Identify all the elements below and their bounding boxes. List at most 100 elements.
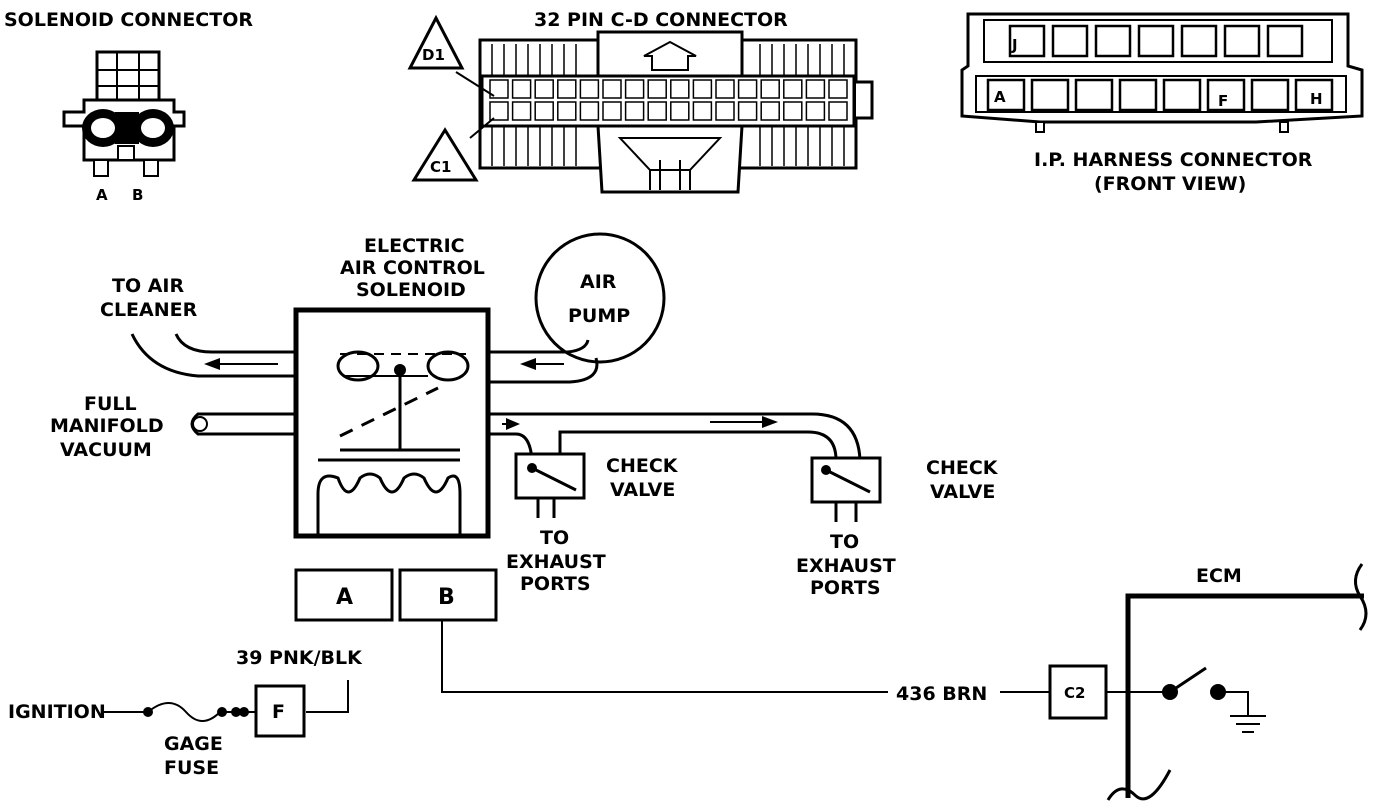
ip-bottom-cells [986,78,1334,112]
cd-pin-cell [670,79,690,99]
cd-pin-cell [783,101,803,121]
cd-pin-cell [692,101,713,121]
ecm-enclosure [1125,593,1364,798]
callout-d1-label: D1 [422,46,445,64]
valve-seat-right [426,350,470,382]
exhaust-2-label-line1: TO [830,531,859,553]
air-pump-label-line1: AIR [580,271,617,293]
valve-flapper-dashed [339,386,439,438]
cd-pin-cell [760,101,780,121]
cd-pin-cell [579,101,600,121]
cd-pin-cell [828,101,848,121]
ecm-label: ECM [1196,565,1242,587]
ip-pin-cell [1008,24,1046,58]
ip-connector-subtitle: (FRONT VIEW) [1094,173,1246,195]
connector-latch [95,50,161,104]
ecm-pin-c2-label: C2 [1064,684,1085,702]
callout-c1-label: C1 [430,158,451,176]
fuse-block-f [254,684,306,738]
solenoid-title-line2: AIR CONTROL [340,257,485,279]
cd-connector-title: 32 PIN C-D CONNECTOR [534,9,788,31]
exhaust-1-label-line2: EXHAUST [506,551,606,573]
ip-pin-cell [986,78,1026,112]
cd-pin-cell [534,101,554,121]
cd-pin-cell [557,101,577,121]
solenoid-connector-title: SOLENOID CONNECTOR [4,9,253,31]
solenoid-title-line1: ELECTRIC [364,235,465,257]
air-cleaner-label-line2: CLEANER [100,299,198,321]
cd-connector: 32 PIN C-D CONNECTOR [407,9,874,194]
cd-pin-cell [828,79,848,99]
cd-pin-cell [737,101,758,121]
ip-pin-cell [1180,24,1218,58]
air-cleaner-label-line1: TO AIR [112,275,185,297]
solenoid-connector: SOLENOID CONNECTOR A B [4,9,253,204]
wire-436 [441,620,888,693]
cd-pin-rows [489,79,848,121]
air-cleaner-hose [130,333,296,378]
exhaust-1-label-line1: TO [540,527,569,549]
ip-pin-cell [1094,24,1132,58]
vacuum-label-line2: MANIFOLD [50,415,164,437]
ip-harness-connector: J A F H I.P. HARNESS CONNECTOR (FRONT VI… [960,12,1364,195]
cd-pin-cell [715,79,735,99]
ip-pin-h-label: H [1310,90,1323,108]
terminal-a [294,568,394,622]
cd-pin-cell [805,79,826,99]
flow-arrow-icon [506,418,520,430]
cd-connector-lock [596,124,744,194]
cd-pin-cell [511,101,532,121]
exhaust-2-label-line3: PORTS [810,577,881,599]
check-valve-1-label-line1: CHECK [606,455,679,477]
flow-arrow-icon [762,416,778,428]
cd-pin-cell [489,101,509,121]
outlet-hose [488,412,862,461]
cd-pin-cell [783,79,803,99]
ip-pin-a-label: A [994,88,1006,106]
ip-pin-f-label: F [1218,92,1228,110]
ip-pin-cell [1051,24,1089,58]
cd-pin-cell [557,79,577,99]
ip-pin-cell [1206,78,1246,112]
ip-pin-cell [1294,78,1334,112]
cd-pin-cell [692,79,713,99]
check-valve-1-label-line2: VALVE [610,479,675,501]
cd-pin-cell [489,79,509,99]
cd-pin-cell [670,101,690,121]
cd-pin-cell [737,79,758,99]
exhaust-2-label-line2: EXHAUST [796,555,896,577]
wire-39-label: 39 PNK/BLK [236,647,363,669]
ip-pin-cell [1250,78,1290,112]
ip-pin-cell [1074,78,1114,112]
cd-pin-cell [647,101,667,121]
vacuum-label-line1: FULL [84,393,137,415]
cd-pin-cell [805,101,826,121]
cd-pin-cell [647,79,667,99]
terminal-b-label: B [438,585,455,610]
ecm-switch [1169,666,1207,694]
terminal-a-label: A [336,585,353,610]
solenoid-title-line3: SOLENOID [356,279,466,301]
air-pump-label-line2: PUMP [568,305,630,327]
cd-pin-cell [602,79,622,99]
check-valve-2-label-line1: CHECK [926,457,999,479]
flow-arrow-icon [520,358,536,370]
ignition-label: IGNITION [8,701,106,723]
ip-pin-cell [1137,24,1175,58]
cd-pin-cell [760,79,780,99]
wiring: 39 PNK/BLK IGNITION GAGE FUSE F 436 BRN … [8,563,1368,801]
valve-seat-left [336,350,380,382]
cd-pin-cell [579,79,600,99]
vacuum-label-line3: VACUUM [60,439,152,461]
fuse-block-f-label: F [272,701,285,723]
wire-39 [306,680,349,713]
cd-pin-cell [715,101,735,121]
check-valve-2-label-line2: VALVE [930,481,995,503]
cd-pin-cell [624,101,645,121]
callout-d1-triangle [407,14,465,70]
ip-pin-cell [1266,24,1304,58]
solenoid-pin-b-label: B [132,186,143,204]
cd-pin-cell [602,101,622,121]
solenoid-pin-a-label: A [96,186,108,204]
